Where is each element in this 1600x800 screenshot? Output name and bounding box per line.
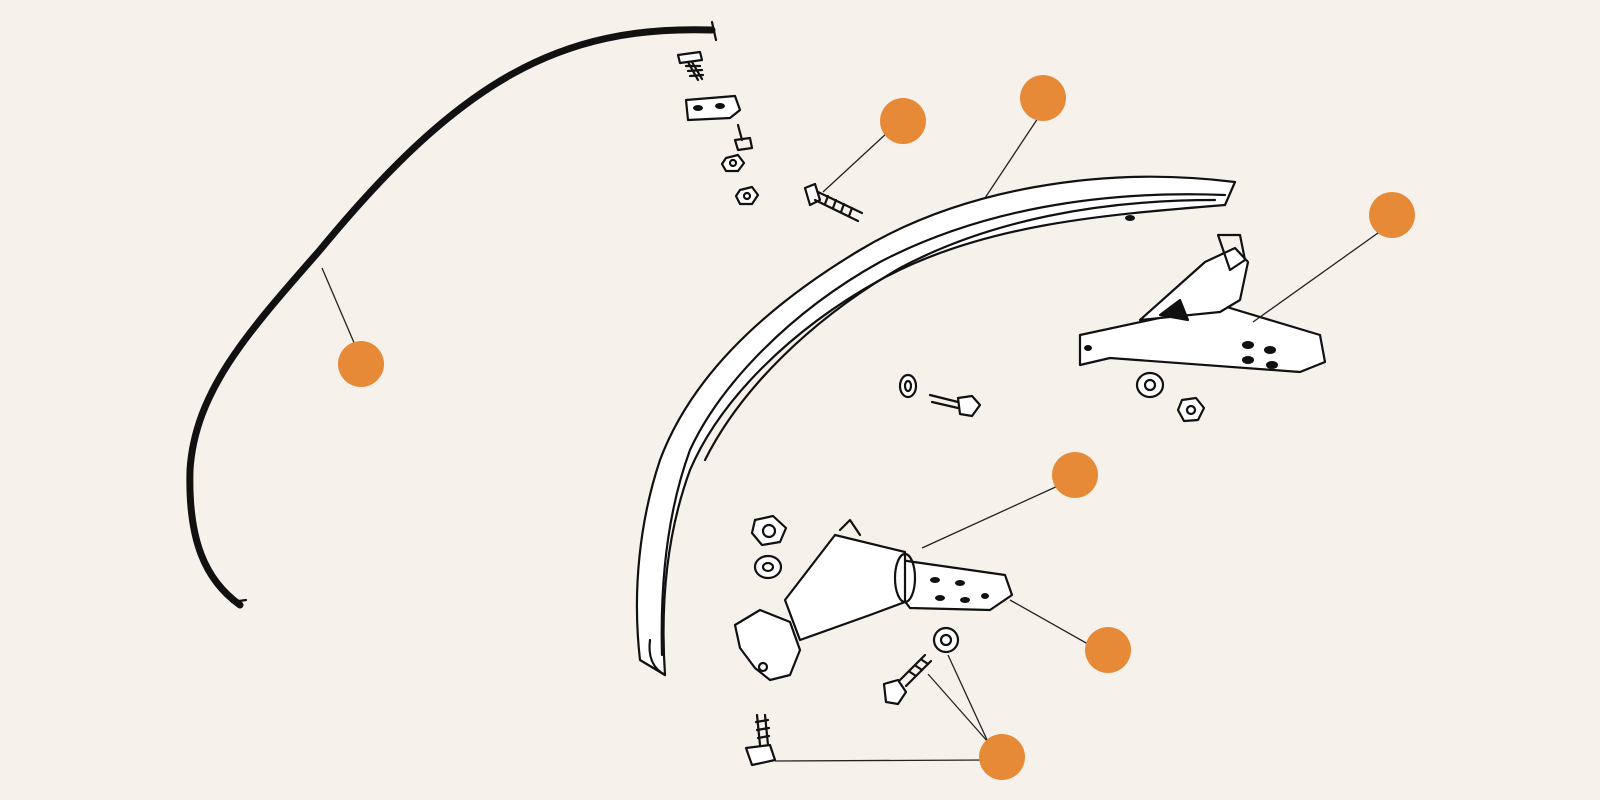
callout-bumper-blade[interactable] [1020,75,1066,121]
top-fixings-part [676,50,760,206]
callout-lower-fixings[interactable] [979,734,1025,780]
bumper-blade-part [635,175,1237,677]
leader-lines [321,111,1386,762]
callout-rubber-strip[interactable] [338,341,384,387]
callout-long-bolt[interactable] [880,98,926,144]
callout-markers [338,75,1415,780]
callout-upper-bracket[interactable] [1369,192,1415,238]
middle-fixings-part [898,373,982,418]
rubber-strip-part [186,20,718,609]
callout-bracket-plate[interactable] [1085,627,1131,673]
lower-left-nuts-part [750,514,788,580]
lower-bolts-part [744,626,960,767]
upper-bracket-part [1078,233,1327,374]
callout-lower-bracket[interactable] [1052,452,1098,498]
long-bolt-part [803,182,864,223]
right-nuts-part [1135,371,1206,423]
lower-bracket-part [733,518,1014,682]
